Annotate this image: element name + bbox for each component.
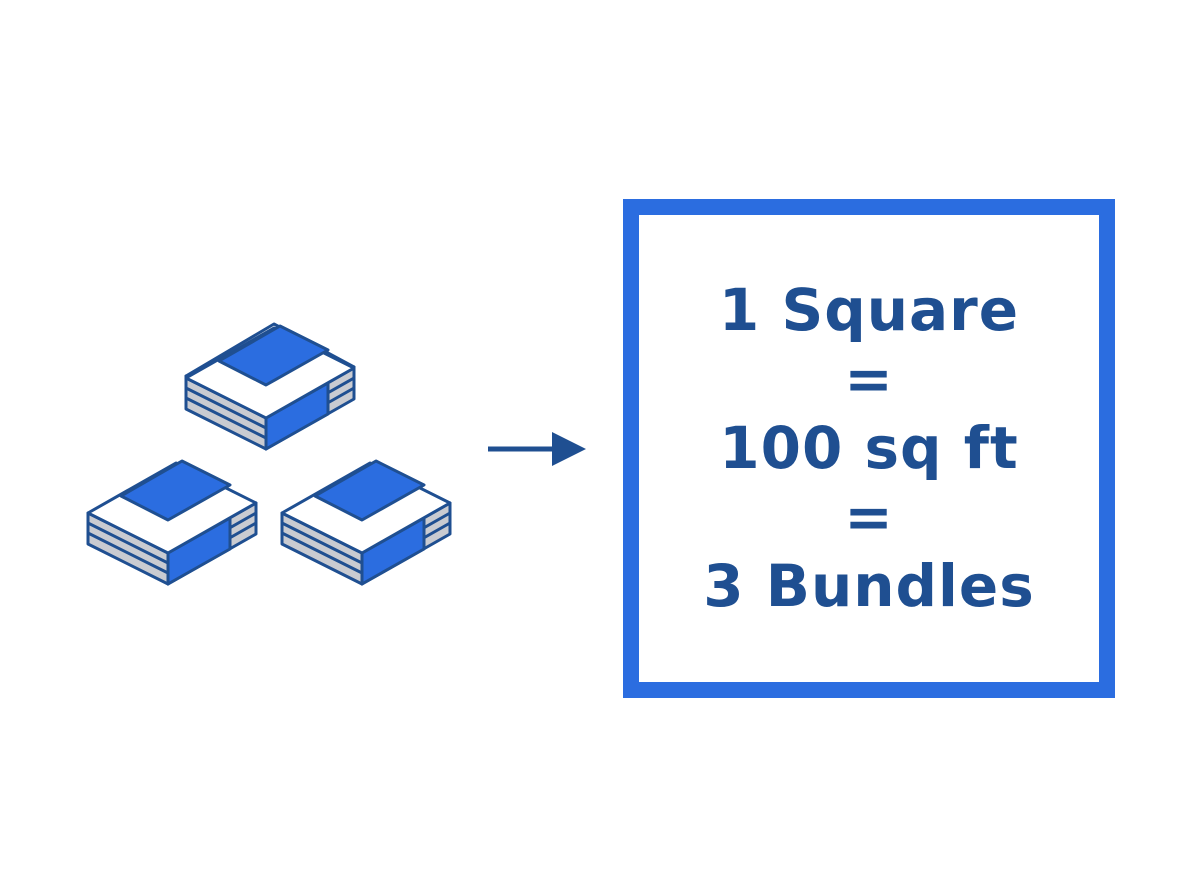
- arrow-right-icon: [488, 432, 586, 466]
- bundle-bands: [119, 324, 426, 522]
- equation-bundles: 3 Bundles: [703, 552, 1035, 620]
- equation-square: 1 Square: [718, 276, 1020, 344]
- equation-area: 100 sq ft: [719, 414, 1019, 482]
- equation-box: 1 Square = 100 sq ft = 3 Bundles: [623, 199, 1115, 698]
- equals-sign: =: [844, 483, 894, 551]
- equals-sign: =: [844, 345, 894, 413]
